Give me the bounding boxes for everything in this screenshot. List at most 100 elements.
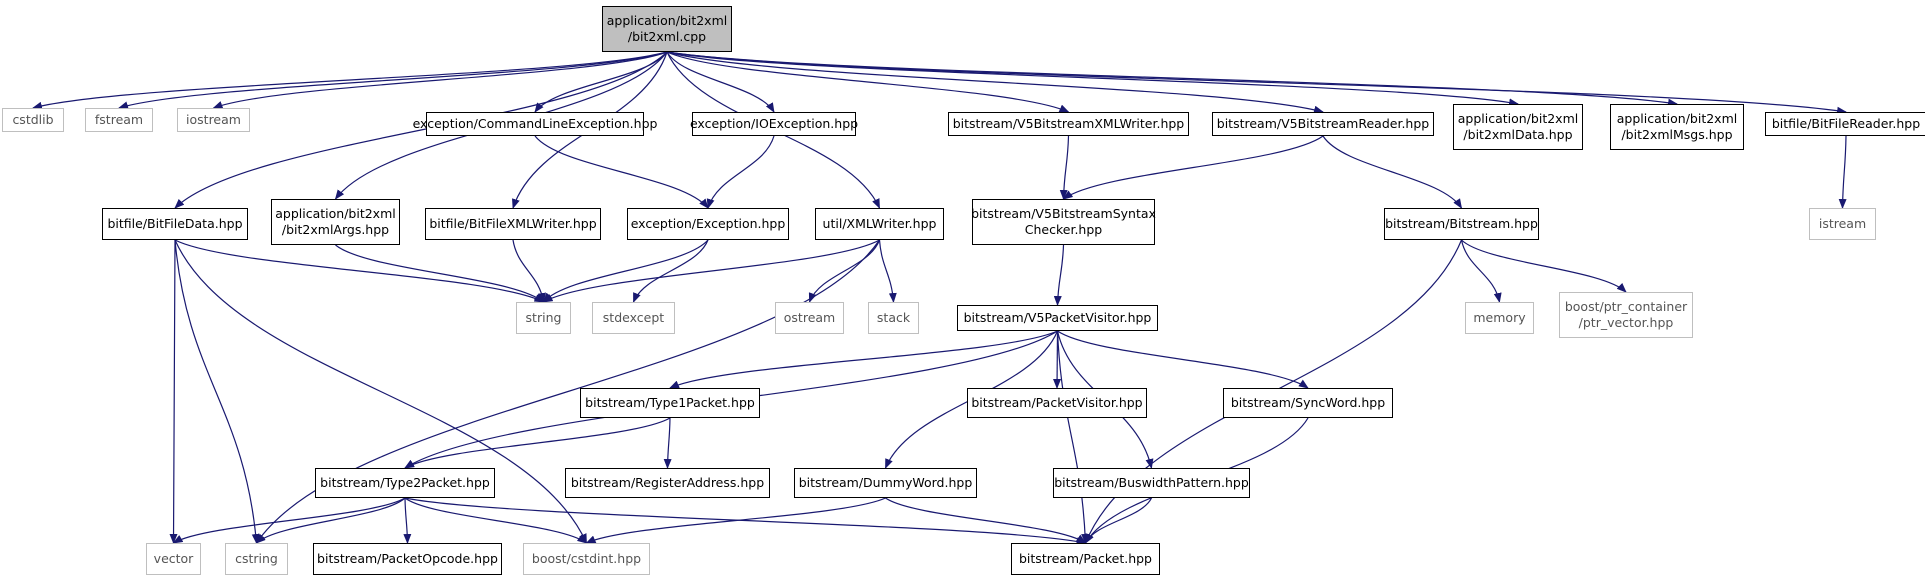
node-v5pv[interactable]: bitstream/V5PacketVisitor.hpp — [957, 305, 1158, 331]
node-label: bitstream/Bitstream.hpp — [1385, 216, 1538, 231]
edge-v5reader-to-bitstream — [1322, 135, 1463, 209]
node-t1[interactable]: bitstream/Type1Packet.hpp — [580, 388, 760, 418]
edge-t2-to-vector — [172, 497, 406, 544]
edge-syntax-to-v5pv — [1053, 244, 1065, 306]
node-syntax[interactable]: bitstream/V5BitstreamSyntax Checker.hpp — [971, 199, 1156, 245]
node-b2xmsgs[interactable]: application/bit2xml /bit2xmlMsgs.hpp — [1610, 104, 1744, 150]
node-label: bitstream/PacketOpcode.hpp — [317, 551, 498, 566]
node-istream[interactable]: istream — [1809, 208, 1876, 240]
edge-bfxml-to-string — [512, 239, 546, 303]
edge-xmlw-to-ostream — [808, 239, 881, 303]
edge-root-to-bfdata — [174, 51, 668, 209]
edge-b2xargs-to-string — [335, 244, 545, 303]
edge-exc-to-string — [542, 239, 709, 303]
edge-t2-to-opcode — [403, 497, 412, 544]
node-stdexcept[interactable]: stdexcept — [592, 302, 675, 334]
node-label: bitstream/V5BitstreamXMLWriter.hpp — [952, 116, 1185, 131]
node-vector[interactable]: vector — [146, 543, 201, 575]
edge-v5pv-to-pv — [1053, 330, 1062, 389]
edge-xmlw-to-stack — [878, 239, 897, 303]
node-label: bitstream/RegisterAddress.hpp — [570, 475, 765, 490]
edge-root-to-b2xmsgs — [666, 51, 1678, 107]
node-root[interactable]: application/bit2xml /bit2xml.cpp — [602, 6, 732, 52]
edge-bfdata-to-cstring — [174, 239, 260, 544]
edge-root-to-ioex — [666, 51, 775, 113]
edge-dummy-to-packet — [885, 497, 1087, 544]
node-t2[interactable]: bitstream/Type2Packet.hpp — [315, 468, 495, 498]
node-bfxml[interactable]: bitfile/BitFileXMLWriter.hpp — [425, 208, 601, 240]
node-label: istream — [1818, 216, 1867, 231]
edge-root-to-cstdlib — [32, 51, 668, 110]
edge-root-to-iostream — [212, 51, 668, 109]
node-label: bitfile/BitFileData.hpp — [107, 216, 243, 231]
node-opcode[interactable]: bitstream/PacketOpcode.hpp — [313, 543, 502, 575]
edge-xmlw-to-string — [542, 239, 880, 303]
node-label: boost/ptr_container /ptr_vector.hpp — [1564, 299, 1688, 330]
edge-bfdata-to-cstdint — [174, 239, 588, 544]
node-cstring[interactable]: cstring — [225, 543, 288, 575]
node-ptrvec[interactable]: boost/ptr_container /ptr_vector.hpp — [1559, 292, 1693, 338]
node-fstream[interactable]: fstream — [85, 108, 153, 132]
node-busw[interactable]: bitstream/BuswidthPattern.hpp — [1053, 468, 1250, 498]
edge-root-to-v5xml — [666, 51, 1070, 113]
node-b2xdata[interactable]: application/bit2xml /bit2xmlData.hpp — [1453, 104, 1583, 150]
node-regaddr[interactable]: bitstream/RegisterAddress.hpp — [565, 468, 770, 498]
node-label: bitstream/V5BitstreamSyntax Checker.hpp — [971, 206, 1156, 237]
node-label: boost/cstdint.hpp — [531, 551, 642, 566]
node-packet[interactable]: bitstream/Packet.hpp — [1011, 543, 1160, 575]
edge-t2-to-cstdint — [404, 497, 588, 544]
node-bitstream[interactable]: bitstream/Bitstream.hpp — [1384, 208, 1539, 240]
node-label: util/XMLWriter.hpp — [822, 216, 937, 231]
edge-t2-to-cstring — [255, 497, 406, 544]
node-iostream[interactable]: iostream — [177, 108, 250, 132]
node-label: string — [525, 310, 562, 325]
node-label: stdexcept — [602, 310, 665, 325]
node-string[interactable]: string — [516, 302, 571, 334]
edge-v5pv-to-packet — [1056, 330, 1090, 544]
node-label: bitstream/V5PacketVisitor.hpp — [963, 310, 1152, 325]
node-dummy[interactable]: bitstream/DummyWord.hpp — [794, 468, 977, 498]
node-memory[interactable]: memory — [1465, 302, 1534, 334]
node-bfdata[interactable]: bitfile/BitFileData.hpp — [102, 208, 248, 240]
node-cmdex[interactable]: exception/CommandLineException.hpp — [413, 112, 657, 136]
node-label: bitstream/PacketVisitor.hpp — [971, 395, 1143, 410]
node-label: bitstream/SyncWord.hpp — [1230, 395, 1386, 410]
edge-root-to-bfreader — [666, 51, 1847, 115]
node-label: bitstream/DummyWord.hpp — [798, 475, 973, 490]
node-label: application/bit2xml /bit2xmlData.hpp — [1457, 111, 1579, 142]
node-label: application/bit2xml /bit2xml.cpp — [606, 13, 728, 44]
node-label: exception/Exception.hpp — [630, 216, 786, 231]
node-xmlw[interactable]: util/XMLWriter.hpp — [815, 208, 944, 240]
edge-exc-to-stdexcept — [632, 239, 709, 303]
edge-root-to-cmdex — [534, 51, 668, 113]
node-label: bitstream/Type1Packet.hpp — [585, 395, 755, 410]
node-cstdlib[interactable]: cstdlib — [2, 108, 64, 132]
node-ioex[interactable]: exception/IOException.hpp — [689, 112, 859, 136]
node-label: bitstream/V5BitstreamReader.hpp — [1216, 116, 1430, 131]
node-label: vector — [153, 551, 194, 566]
node-label: exception/IOException.hpp — [689, 116, 859, 131]
node-v5reader[interactable]: bitstream/V5BitstreamReader.hpp — [1212, 112, 1434, 136]
node-pv[interactable]: bitstream/PacketVisitor.hpp — [967, 388, 1147, 418]
node-label: bitfile/BitFileXMLWriter.hpp — [429, 216, 597, 231]
node-label: bitstream/Type2Packet.hpp — [320, 475, 490, 490]
edge-v5pv-to-sync — [1057, 330, 1309, 389]
node-cstdint[interactable]: boost/cstdint.hpp — [523, 543, 650, 575]
edge-t1-to-t2 — [404, 417, 671, 469]
edge-bfdata-to-vector — [169, 239, 178, 544]
node-b2xargs[interactable]: application/bit2xml /bit2xmlArgs.hpp — [271, 199, 400, 245]
node-label: application/bit2xml /bit2xmlArgs.hpp — [275, 206, 396, 237]
node-ostream[interactable]: ostream — [775, 302, 844, 334]
edge-root-to-b2xdata — [666, 51, 1519, 107]
node-label: iostream — [186, 112, 241, 127]
node-exc[interactable]: exception/Exception.hpp — [627, 208, 789, 240]
edge-ioex-to-exc — [706, 135, 775, 209]
node-v5xml[interactable]: bitstream/V5BitstreamXMLWriter.hpp — [948, 112, 1189, 136]
node-bfreader[interactable]: bitfile/BitFileReader.hpp — [1765, 112, 1925, 136]
node-label: stack — [876, 310, 911, 325]
edge-t1-to-regaddr — [663, 417, 672, 469]
edge-v5reader-to-syntax — [1062, 135, 1324, 200]
node-sync[interactable]: bitstream/SyncWord.hpp — [1223, 388, 1393, 418]
node-stack[interactable]: stack — [868, 302, 919, 334]
node-label: cstdlib — [12, 112, 54, 127]
